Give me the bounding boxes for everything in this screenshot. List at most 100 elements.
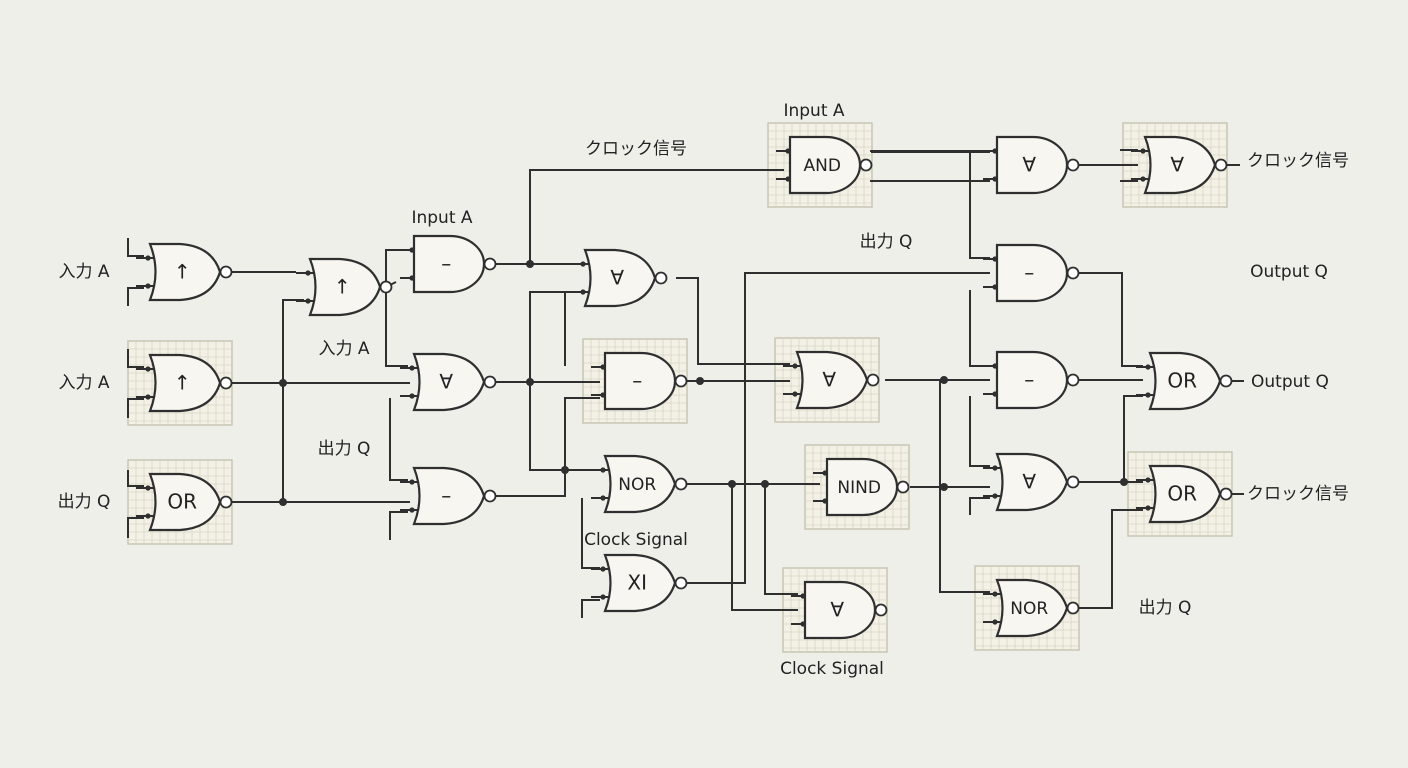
wire	[529, 382, 600, 471]
wire	[127, 349, 144, 368]
gate-symbol: AND	[803, 156, 840, 176]
logic-gate: NOR	[591, 454, 688, 514]
gate-symbol: –	[632, 369, 642, 393]
signal-label: クロック信号	[585, 139, 687, 159]
signal-label: Output Q	[1251, 372, 1329, 392]
junction-dot	[761, 480, 769, 488]
gate-symbol: ∀	[439, 370, 453, 394]
wire	[493, 397, 600, 497]
signal-label: クロック信号	[1247, 151, 1349, 171]
logic-gate: –	[591, 351, 688, 411]
logic-gate: OR	[1136, 351, 1233, 411]
logic-gate: ↑	[296, 257, 393, 317]
junction-dot	[526, 378, 534, 386]
logic-gate: –	[983, 350, 1080, 410]
gate-symbol: –	[441, 252, 451, 276]
junction-dot	[526, 260, 534, 268]
wire	[282, 299, 304, 502]
gate-symbol: OR	[1167, 482, 1197, 506]
gate-symbol: –	[441, 484, 451, 508]
junction-dot	[696, 377, 704, 385]
logic-gate: ∀	[1131, 135, 1228, 195]
wire	[385, 287, 408, 367]
junction-dot	[279, 379, 287, 387]
wire	[127, 517, 144, 538]
logic-gate: ∀	[983, 452, 1080, 512]
gate-symbol: NOR	[1010, 599, 1048, 619]
signal-label: 出力 Q	[1139, 598, 1192, 618]
wire	[969, 290, 990, 367]
gate-symbol: –	[1024, 261, 1034, 285]
gate-symbol: OR	[167, 490, 197, 514]
wire	[127, 398, 144, 418]
wire	[969, 150, 990, 259]
signal-labels: 入力 A 入力 A 出力 Q 入力 A 出力 Q Input A クロック信号 Input A…	[58, 101, 1349, 679]
logic-gate: NIND	[813, 457, 910, 517]
gate-symbol: ↑	[174, 260, 191, 284]
signal-label: Input A	[783, 101, 844, 121]
logic-gate: NOR	[983, 578, 1080, 638]
wire	[529, 169, 784, 264]
logic-gate: ∀	[783, 350, 880, 410]
gate-symbol: ∀	[1170, 153, 1184, 177]
gate-symbol: ∀	[830, 598, 844, 622]
junction-dot	[940, 376, 948, 384]
signal-label: 出力 Q	[860, 232, 913, 252]
wire	[686, 272, 990, 584]
gate-symbol: –	[1024, 368, 1034, 392]
wire	[676, 277, 790, 365]
gate-symbol: ∀	[822, 368, 836, 392]
wire	[1078, 509, 1143, 609]
wire	[127, 470, 144, 487]
junction-dot	[279, 498, 287, 506]
gate-symbol: OR	[1167, 369, 1197, 393]
junction-dot	[940, 483, 948, 491]
logic-gate: AND	[776, 135, 873, 195]
wire	[1076, 272, 1143, 367]
gates: ↑ ↑ OR ↑ – ∀ – ∀ – NOR XI AND ∀ NIND ∀ ∀ – – ∀ NOR ∀ OR OR	[136, 135, 1233, 640]
logic-gate: ∀	[400, 352, 497, 412]
gate-symbol: ↑	[334, 275, 351, 299]
signal-label: 出力 Q	[318, 439, 371, 459]
signal-label: クロック信号	[1247, 484, 1349, 504]
logic-gate: –	[400, 466, 497, 526]
logic-gate: ↑	[136, 242, 233, 302]
signal-label: Input A	[411, 208, 472, 228]
logic-gate: ↑	[136, 353, 233, 413]
wire	[870, 151, 990, 182]
signal-label: Output Q	[1250, 262, 1328, 282]
wire	[764, 484, 798, 595]
junctions	[279, 260, 1128, 506]
logic-gate: –	[400, 234, 497, 294]
signal-label: 入力 A	[318, 339, 369, 359]
wire	[581, 599, 600, 618]
logic-gate: OR	[1136, 464, 1233, 524]
signal-label: 出力 Q	[58, 492, 111, 512]
junction-dot	[1120, 478, 1128, 486]
signal-label: Clock Signal	[780, 659, 884, 679]
logic-gate: ∀	[791, 580, 888, 640]
signal-label: Clock Signal	[584, 530, 688, 550]
wire	[389, 398, 408, 481]
wire	[529, 291, 580, 382]
logic-gate: –	[983, 243, 1080, 303]
wire	[731, 484, 798, 611]
logic-gate: ∀	[571, 248, 668, 308]
wire	[127, 287, 144, 306]
logic-gate: XI	[591, 553, 688, 613]
wire	[969, 497, 990, 515]
wire	[389, 511, 408, 540]
junction-dot	[728, 480, 736, 488]
gate-symbol: NOR	[618, 475, 656, 495]
gate-symbol: NIND	[837, 478, 881, 498]
wire	[127, 238, 144, 257]
gate-symbol: ∀	[610, 266, 624, 290]
signal-label: 入力 A	[58, 262, 109, 282]
signal-label: 入力 A	[58, 373, 109, 393]
logic-gate: ∀	[983, 135, 1080, 195]
gate-symbol: ∀	[1022, 153, 1036, 177]
logic-gate: OR	[136, 472, 233, 532]
junction-dot	[561, 466, 569, 474]
gate-symbol: ∀	[1022, 470, 1036, 494]
